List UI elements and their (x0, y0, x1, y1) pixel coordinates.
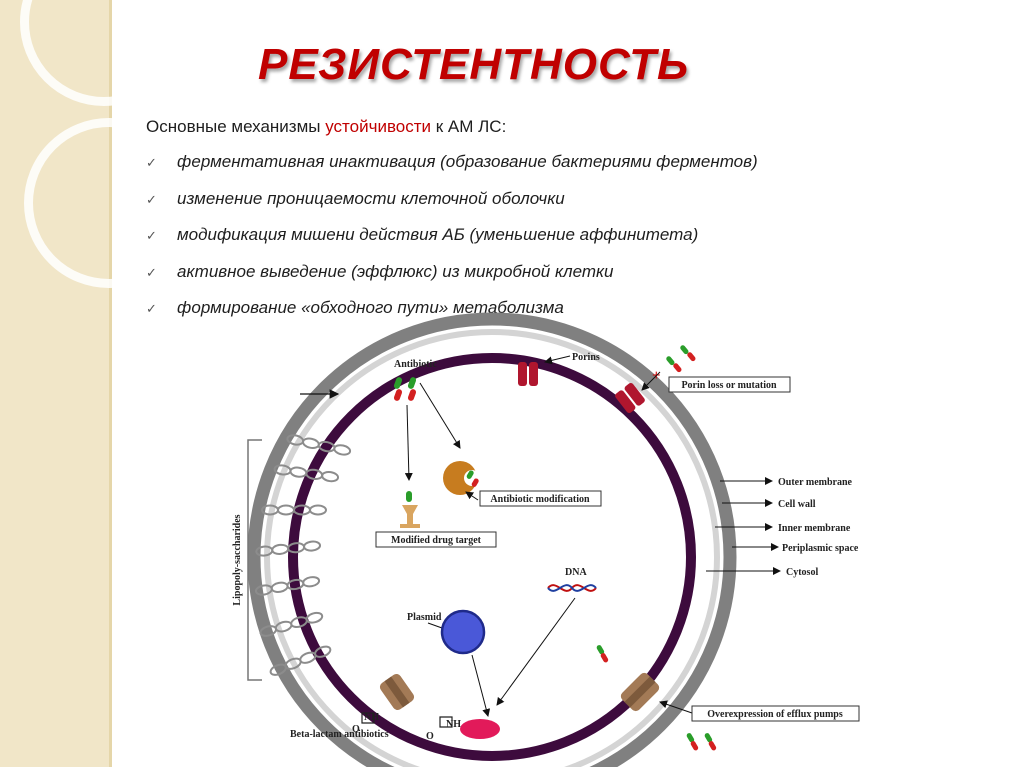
mechanism-item: ✓ формирование «обходного пути» метаболиз… (146, 298, 758, 335)
outer-membrane-label: Outer membrane (778, 477, 853, 488)
inner-membrane-ring (288, 353, 696, 761)
beta-lactam-structure-icon (361, 712, 453, 728)
dna-helix-icon (547, 584, 597, 592)
inner-membrane-label: Inner membrane (778, 523, 851, 534)
periplasmic-space-label: Periplasmic space (782, 543, 859, 554)
intro-line: Основные механизмы устойчивости к АМ ЛС: (146, 117, 506, 137)
plasmid-label: Plasmid (407, 612, 442, 623)
side-band-edge (109, 0, 112, 767)
check-icon: ✓ (146, 191, 157, 207)
decorative-ring-bottom (24, 118, 194, 288)
mechanism-item: ✓ модификация мишени действия АБ (уменьше… (146, 225, 758, 262)
dna-label: DNA (565, 567, 587, 578)
antibiotic-label: Antibiotic (394, 359, 437, 370)
cell-wall-ring (264, 329, 720, 767)
envelope-layer-labels (706, 477, 781, 575)
lipopolysaccharide-label: Lipopoly-saccharides (232, 514, 243, 605)
efflux-label: Overexpression of efflux pumps (707, 709, 843, 720)
cytosol-label: Cytosol (786, 567, 818, 578)
modified-drug-target-label: Modified drug target (391, 535, 482, 546)
efflux-box (691, 705, 860, 722)
porins-arrow (544, 355, 571, 365)
mechanism-item: ✓ активное выведение (эффлюкс) из микробн… (146, 262, 758, 299)
efflux-pump-left-icon (379, 673, 415, 711)
mechanism-list: ✓ ферментативная инактивация (образование… (146, 152, 758, 335)
mechanism-item: ✓ ферментативная инактивация (образование… (146, 152, 758, 189)
plasmid-arrow (471, 654, 491, 717)
dna-arrow (496, 597, 576, 706)
carbonyl-o-label-2: O (426, 731, 434, 742)
check-icon: ✓ (146, 228, 157, 243)
slide-title: РЕЗИСТЕНТНОСТЬ (258, 40, 690, 89)
mechanism-item: ✓ изменение проницаемости клеточной оболо… (146, 189, 758, 226)
modification-arrow (465, 491, 479, 501)
porin-loss-label: Porin loss or mutation (681, 380, 777, 391)
mechanism-label: модификация мишени действия АБ (уменьшен… (177, 225, 699, 244)
antibiotic-to-target-arrow (404, 404, 413, 481)
lipopolysaccharide-bracket (247, 439, 262, 681)
check-icon: ✓ (146, 301, 157, 316)
mechanism-label: ферментативная инактивация (образование … (177, 152, 758, 171)
nh-label-2: NH (446, 719, 461, 730)
plasmid-pointer (427, 622, 443, 629)
antibiotic-to-enzyme-arrow (419, 382, 461, 449)
mutated-porin-icon (615, 382, 645, 414)
effluxed-antibiotic-molecule-icon (596, 645, 717, 751)
carbonyl-o-label: O (352, 724, 360, 735)
plasmid-icon (440, 609, 486, 655)
outer-membrane-ring (247, 312, 737, 767)
enzyme-icon (443, 461, 480, 495)
check-icon: ✓ (146, 155, 157, 170)
blocked-antibiotic-molecule-icon (666, 345, 696, 373)
porin-loss-arrow (641, 371, 661, 391)
check-icon: ✓ (146, 264, 157, 280)
beta-lactam-label: Beta-lactam antibiotics (290, 729, 389, 740)
modified-drug-target-box (375, 531, 497, 548)
porin-channel-icon (518, 362, 538, 386)
antibiotic-modification-label: Antibiotic modification (490, 494, 590, 505)
nh-label: NH (364, 712, 379, 723)
efflux-pump-right-icon (620, 672, 660, 712)
cell-wall-label: Cell wall (778, 499, 816, 510)
mechanism-label: изменение проницаемости клеточной оболоч… (177, 188, 565, 208)
beta-lactamase-icon (460, 719, 500, 739)
porins-label: Porins (572, 352, 600, 363)
mechanism-label: активное выведение (эффлюкс) из микробно… (177, 261, 614, 281)
antibiotic-molecule-icon (393, 377, 417, 401)
antibiotic-modification-box (479, 490, 602, 507)
drug-target-icon (400, 491, 420, 528)
intro-accent-word: устойчивости (325, 117, 432, 136)
efflux-arrow (659, 700, 693, 714)
mechanism-label: формирование «обходного пути» метаболизм… (177, 298, 564, 317)
porin-loss-box (668, 376, 791, 393)
lipopolysaccharide-chains (254, 434, 352, 676)
intro-text-start: Основные механизмы (146, 117, 326, 136)
intro-text-end: к АМ ЛС: (431, 117, 507, 136)
